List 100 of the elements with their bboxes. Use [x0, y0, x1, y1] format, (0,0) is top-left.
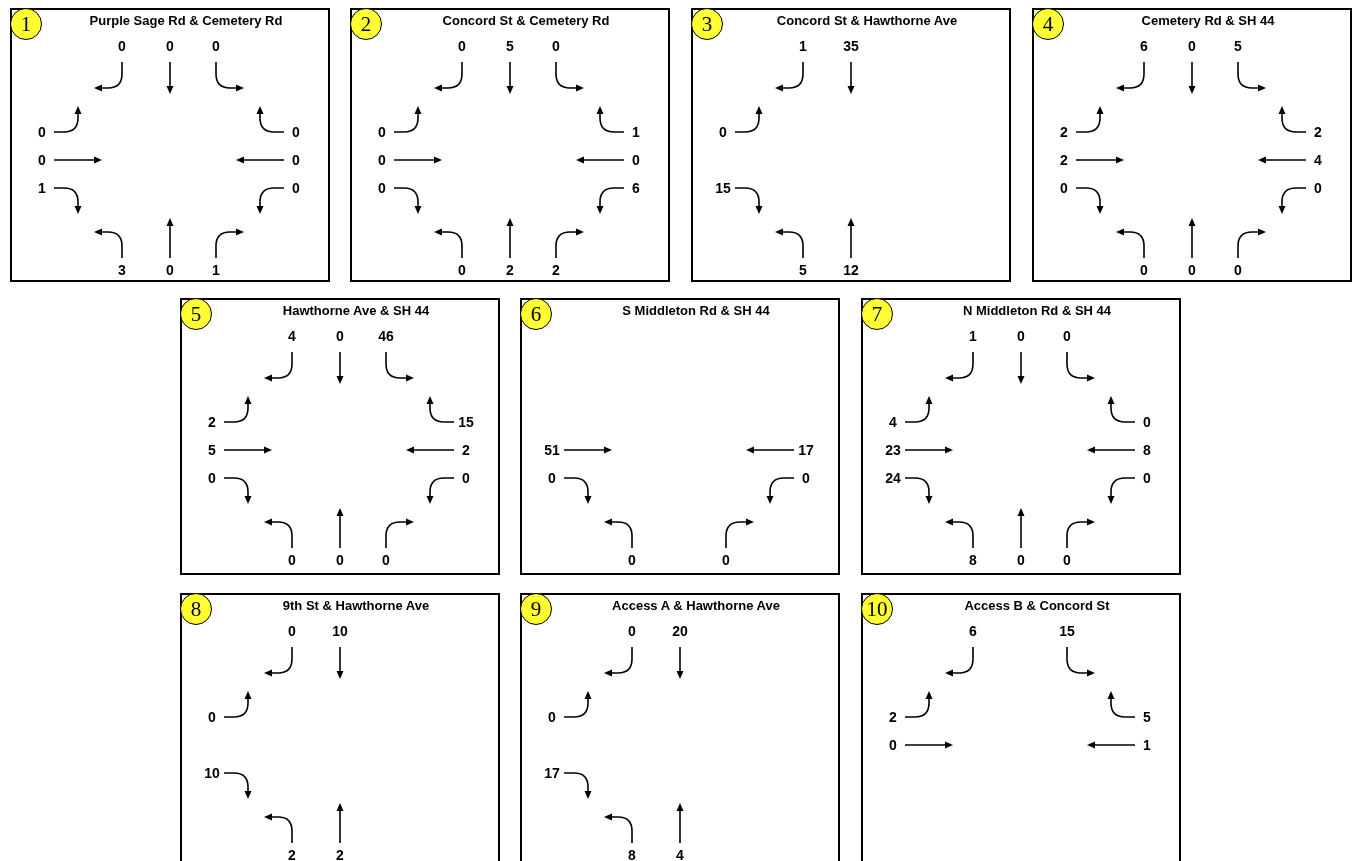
traffic-volume: 0 — [336, 328, 344, 344]
traffic-volume: 0 — [292, 124, 300, 140]
traffic-volume: 0 — [548, 470, 556, 486]
intersection-title: Access B & Concord St — [963, 598, 1111, 614]
traffic-volume: 0 — [628, 623, 636, 639]
traffic-volume: 4 — [676, 847, 684, 861]
intersection-panel — [861, 593, 1181, 861]
traffic-volume: 0 — [208, 709, 216, 725]
traffic-volume: 0 — [1314, 180, 1322, 196]
traffic-volume: 2 — [1060, 152, 1068, 168]
traffic-volume: 0 — [288, 552, 296, 568]
traffic-volume: 5 — [1143, 709, 1151, 725]
traffic-volume: 15 — [458, 414, 474, 430]
traffic-volume: 0 — [1060, 180, 1068, 196]
traffic-volume: 1 — [212, 262, 220, 278]
traffic-volume: 0 — [378, 124, 386, 140]
traffic-volume: 5 — [1234, 38, 1242, 54]
traffic-volume: 0 — [382, 552, 390, 568]
traffic-volume: 2 — [336, 847, 344, 861]
traffic-volume: 0 — [1017, 552, 1025, 568]
traffic-volume: 4 — [1314, 152, 1322, 168]
intersection-panel — [180, 298, 500, 575]
traffic-volume: 20 — [672, 623, 688, 639]
intersection-title: Cemetery Rd & SH 44 — [1140, 13, 1276, 29]
traffic-volume: 0 — [1140, 262, 1148, 278]
traffic-volume: 0 — [1063, 328, 1071, 344]
traffic-volume: 8 — [628, 847, 636, 861]
traffic-volume: 0 — [38, 152, 46, 168]
traffic-volume: 2 — [552, 262, 560, 278]
traffic-volume: 10 — [204, 765, 220, 781]
traffic-volume: 23 — [885, 442, 901, 458]
intersection-title: Concord St & Cemetery Rd — [441, 13, 611, 29]
traffic-volume: 0 — [552, 38, 560, 54]
intersection-panel — [10, 8, 330, 282]
traffic-volume: 0 — [118, 38, 126, 54]
traffic-volume: 6 — [1140, 38, 1148, 54]
traffic-volume: 2 — [506, 262, 514, 278]
traffic-volume: 15 — [715, 180, 731, 196]
traffic-volume: 1 — [632, 124, 640, 140]
traffic-volume: 0 — [548, 709, 556, 725]
traffic-volume: 6 — [632, 180, 640, 196]
traffic-volume: 24 — [885, 470, 901, 486]
traffic-volume: 3 — [118, 262, 126, 278]
traffic-volume: 35 — [843, 38, 859, 54]
traffic-volume: 0 — [722, 552, 730, 568]
traffic-volume: 0 — [208, 470, 216, 486]
traffic-volume: 0 — [38, 124, 46, 140]
traffic-volume: 4 — [889, 414, 897, 430]
traffic-volume: 1 — [799, 38, 807, 54]
traffic-volume: 0 — [628, 552, 636, 568]
traffic-volume: 1 — [1143, 737, 1151, 753]
traffic-volume: 46 — [378, 328, 394, 344]
traffic-volume: 0 — [1017, 328, 1025, 344]
traffic-volume: 0 — [1143, 414, 1151, 430]
traffic-volume: 15 — [1059, 623, 1075, 639]
traffic-volume: 4 — [288, 328, 296, 344]
intersection-panel — [1032, 8, 1352, 282]
traffic-volume: 0 — [1188, 262, 1196, 278]
intersection-title: 9th St & Hawthorne Ave — [281, 598, 431, 614]
intersection-title: Concord St & Hawthorne Ave — [775, 13, 959, 29]
intersection-title: Hawthorne Ave & SH 44 — [281, 303, 431, 319]
traffic-volume: 1 — [969, 328, 977, 344]
traffic-volume: 2 — [288, 847, 296, 861]
traffic-volume: 8 — [969, 552, 977, 568]
intersection-panel — [520, 593, 840, 861]
traffic-volume: 0 — [288, 623, 296, 639]
intersection-title: S Middleton Rd & SH 44 — [621, 303, 771, 319]
traffic-volume: 0 — [458, 262, 466, 278]
traffic-volume: 0 — [1143, 470, 1151, 486]
traffic-volume: 0 — [166, 38, 174, 54]
intersection-title: Access A & Hawthorne Ave — [611, 598, 781, 614]
traffic-volume: 2 — [889, 709, 897, 725]
traffic-volume: 0 — [336, 552, 344, 568]
traffic-volume: 0 — [719, 124, 727, 140]
traffic-volume: 6 — [969, 623, 977, 639]
traffic-volume: 0 — [212, 38, 220, 54]
intersection-panel — [520, 298, 840, 575]
traffic-volume: 12 — [843, 262, 859, 278]
traffic-volume: 0 — [802, 470, 810, 486]
traffic-volume: 0 — [1234, 262, 1242, 278]
traffic-volume: 5 — [208, 442, 216, 458]
traffic-volume: 0 — [632, 152, 640, 168]
traffic-volume: 8 — [1143, 442, 1151, 458]
intersection-panel — [350, 8, 670, 282]
traffic-volume: 1 — [38, 180, 46, 196]
traffic-volume: 0 — [462, 470, 470, 486]
traffic-volume: 0 — [378, 152, 386, 168]
traffic-volume: 2 — [208, 414, 216, 430]
traffic-volume: 51 — [544, 442, 560, 458]
traffic-volume: 2 — [462, 442, 470, 458]
traffic-volume: 0 — [166, 262, 174, 278]
traffic-volume: 17 — [798, 442, 814, 458]
traffic-volume: 0 — [292, 180, 300, 196]
traffic-volume: 2 — [1314, 124, 1322, 140]
intersection-panel — [691, 8, 1011, 282]
traffic-volume: 2 — [1060, 124, 1068, 140]
intersection-title: N Middleton Rd & SH 44 — [961, 303, 1113, 319]
traffic-volume: 0 — [889, 737, 897, 753]
intersection-panel — [180, 593, 500, 861]
traffic-volume: 0 — [378, 180, 386, 196]
